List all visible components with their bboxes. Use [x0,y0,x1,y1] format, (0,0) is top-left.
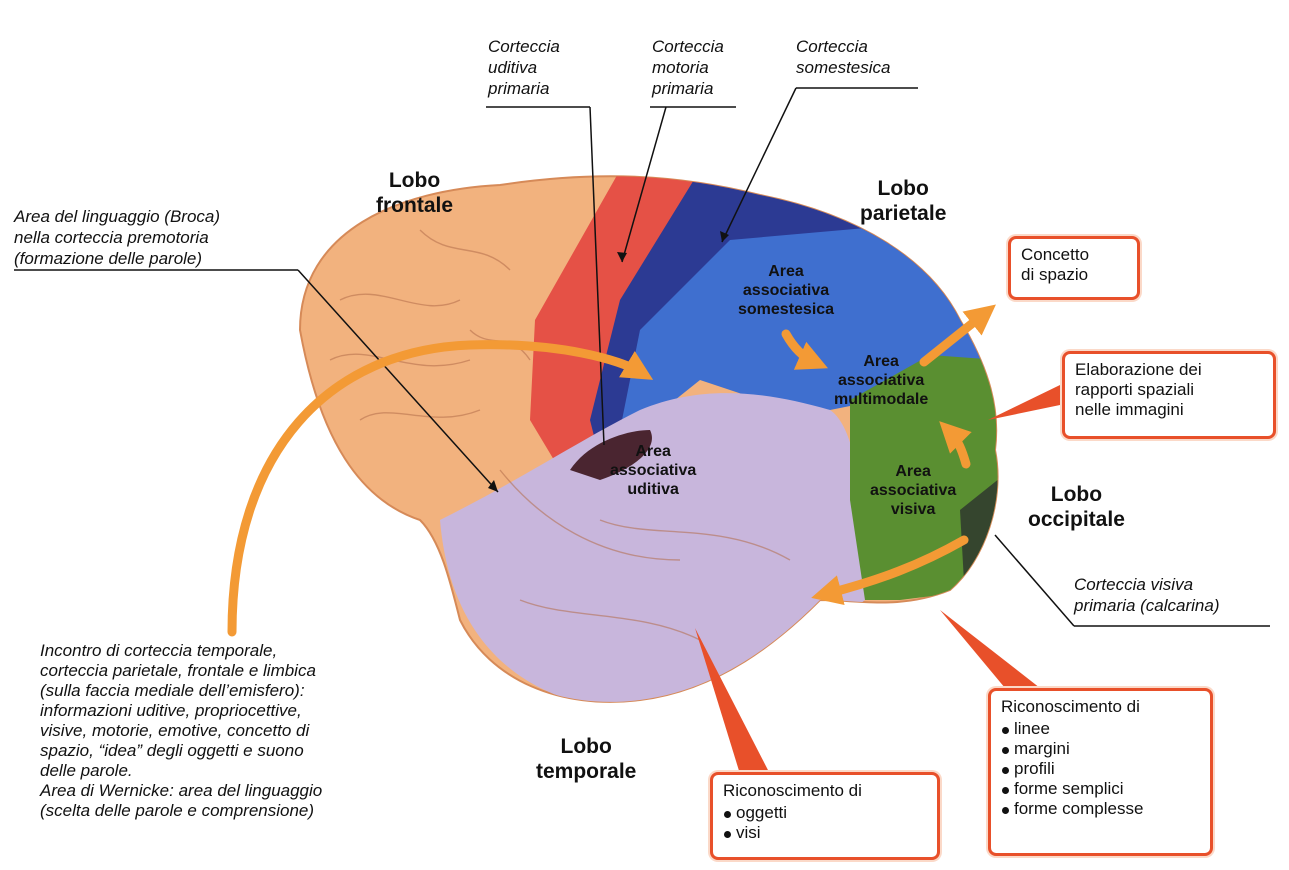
box-concetto-spazio-text: Concetto di spazio [1021,245,1127,285]
list-item: oggetti [723,803,927,823]
line-calcarina-diag [995,535,1074,626]
box-oggetti-title: Riconoscimento di [723,781,927,801]
lobe-occipitale: Lobo occipitale [1028,482,1125,532]
box-concetto-spazio: Concetto di spazio [1008,236,1140,300]
area-somestesica: Area associativa somestesica [738,262,834,319]
list-item: margini [1001,739,1200,759]
lobe-temporale: Lobo temporale [536,734,636,784]
box-rapporti-text: Elaborazione dei rapporti spaziali nelle… [1075,360,1263,420]
label-incontro: Incontro di corteccia temporale, cortecc… [40,641,322,821]
callout-wedge-forme [940,610,1040,688]
list-item: forme complesse [1001,799,1200,819]
label-visiva-primaria: Corteccia visiva primaria (calcarina) [1074,574,1219,616]
list-item: forme semplici [1001,779,1200,799]
box-rapporti-spaziali: Elaborazione dei rapporti spaziali nelle… [1062,351,1276,439]
list-item: visi [723,823,927,843]
box-riconoscimento-oggetti: Riconoscimento di oggetti visi [710,772,940,860]
label-corteccia-uditiva: Corteccia uditiva primaria [488,36,560,99]
area-multimodale: Area associativa multimodale [834,352,928,409]
lobe-frontale: Lobo frontale [376,168,453,218]
list-item: linee [1001,719,1200,739]
label-corteccia-motoria: Corteccia motoria primaria [652,36,724,99]
list-item: profili [1001,759,1200,779]
box-forme-title: Riconoscimento di [1001,697,1200,717]
callout-wedge-rapporti [988,385,1060,420]
box-riconoscimento-forme: Riconoscimento di linee margini profili … [988,688,1213,856]
label-broca: Area del linguaggio (Broca) nella cortec… [14,206,220,269]
area-visiva: Area associativa visiva [870,462,956,519]
lobe-parietale: Lobo parietale [860,176,946,226]
area-uditiva: Area associativa uditiva [610,442,696,499]
label-corteccia-somestesica: Corteccia somestesica [796,36,890,78]
